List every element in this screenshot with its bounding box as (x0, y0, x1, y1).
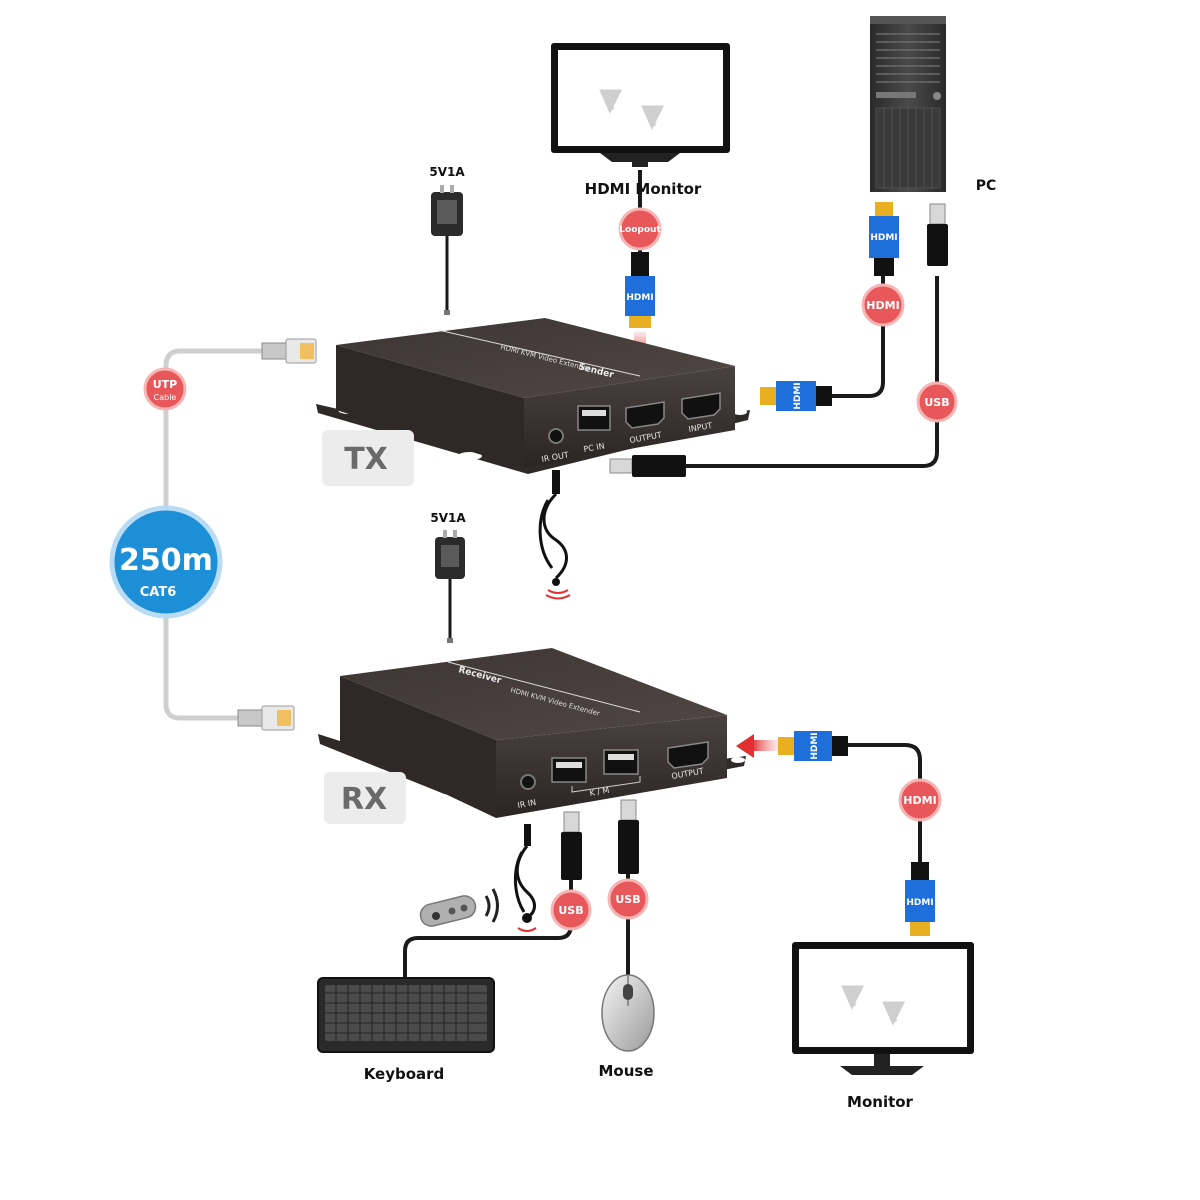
svg-text:UTP: UTP (153, 378, 178, 391)
hdmi-monitor-label: HDMI Monitor (585, 180, 702, 198)
svg-text:HDMI: HDMI (793, 382, 803, 409)
svg-text:USB: USB (615, 893, 640, 906)
svg-text:HDMI: HDMI (903, 794, 936, 807)
svg-text:Cable: Cable (154, 393, 177, 402)
distance-value: 250m (119, 543, 213, 578)
pc-hdmi-badge: HDMI (861, 283, 905, 327)
rx-port-ir-in: IR IN (517, 798, 537, 810)
hdmi-plug-loopout: HDMI (625, 252, 655, 328)
pc-label: PC (976, 178, 997, 194)
loopout-badge: Loopout (618, 207, 662, 251)
mouse-label: Mouse (598, 1062, 653, 1080)
rx-output-arrow-icon (736, 734, 778, 758)
svg-text:Loopout: Loopout (619, 225, 661, 235)
hdmi-monitor-top (551, 43, 730, 167)
usb-plug-mouse (618, 799, 639, 874)
rj45-connector-rx (237, 705, 295, 731)
mouse-usb-badge: USB (607, 878, 649, 920)
keyboard-label: Keyboard (364, 1065, 445, 1083)
rx-port-km: K / M (589, 786, 610, 798)
keyboard-usb-badge: USB (550, 889, 592, 931)
utp-cable-badge: UTP Cable (143, 367, 187, 411)
psu-rx-label: 5V1A (430, 511, 466, 525)
svg-text:HDMI: HDMI (866, 299, 899, 312)
keyboard-icon (317, 977, 495, 1053)
monitor-label: Monitor (847, 1093, 914, 1111)
svg-text:HDMI: HDMI (810, 732, 820, 759)
tx-device: HDMI KVM Video Extender Sender IR OUT PC… (316, 318, 750, 474)
svg-text:HDMI: HDMI (906, 898, 933, 908)
power-adapter-tx-icon (431, 185, 463, 315)
usb-plug-pc (927, 203, 948, 266)
tx-tag: TX (322, 430, 414, 486)
distance-badge: 250m CAT6 (109, 505, 223, 619)
pc-usb-badge: USB (916, 381, 958, 423)
svg-text:USB: USB (558, 904, 583, 917)
rx-monitor-hdmi-cable (848, 743, 922, 870)
usb-plug-keyboard (561, 811, 582, 880)
svg-text:USB: USB (924, 396, 949, 409)
usb-plug-tx-pcin (609, 455, 686, 477)
svg-text:HDMI: HDMI (626, 293, 653, 303)
svg-text:RX: RX (341, 782, 387, 817)
svg-text:HDMI: HDMI (870, 233, 897, 243)
rj45-connector-tx (261, 338, 317, 364)
distance-cable: CAT6 (140, 585, 177, 600)
hdmi-plug-monitor: HDMI (905, 862, 935, 936)
tx-port-pc-in: PC IN (583, 441, 606, 454)
pc-hdmi-cable (830, 276, 885, 398)
rx-tag: RX (324, 772, 406, 824)
mouse-icon (601, 974, 655, 1052)
ir-receiver-rx-icon (513, 824, 537, 932)
monitor-bottom-icon (792, 942, 974, 1075)
hdmi-plug-rx-output: HDMI (778, 731, 848, 761)
hdmi-plug-pc: HDMI (869, 202, 899, 276)
ir-remote-icon (419, 888, 499, 927)
pc-usb-cable (686, 276, 939, 468)
svg-text:TX: TX (344, 442, 388, 477)
power-adapter-rx-icon (435, 530, 465, 643)
keyboard-usb-cable (403, 880, 573, 978)
psu-tx-label: 5V1A (429, 165, 465, 179)
hdmi-plug-tx-input: HDMI (760, 381, 832, 411)
tx-port-input: INPUT (688, 421, 713, 434)
pc-tower-icon (870, 16, 946, 192)
rx-hdmi-badge: HDMI (898, 778, 942, 822)
ir-emitter-tx-icon (538, 470, 571, 600)
